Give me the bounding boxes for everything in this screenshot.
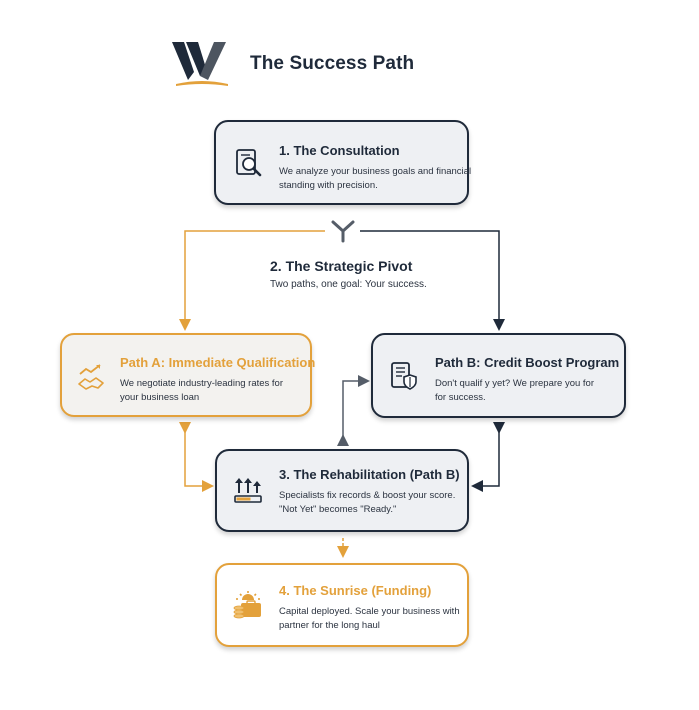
pivot-title: 2. The Strategic Pivot [270, 258, 413, 274]
fork-icon [331, 220, 355, 243]
sunrise-desc-line1: Capital deployed. Scale your business wi… [279, 606, 460, 617]
step-desc-line2: standing with precision. [279, 180, 378, 191]
step-rehabilitation-card: 3. The Rehabilitation (Path B) Specialis… [215, 449, 469, 532]
sunrise-title: 4. The Sunrise (Funding) [279, 583, 432, 598]
sunrise-desc-line2: partner for the long haul [279, 620, 380, 631]
step-desc-line1: We analyze your business goals and finan… [279, 166, 472, 177]
path-b-desc-line2: for success. [435, 392, 486, 403]
handshake-growth-icon [78, 364, 104, 390]
rehabilitation-desc-line2: "Not Yet" becomes "Ready." [279, 504, 397, 515]
brand-logo-icon [172, 42, 228, 86]
connector-path-a-rehab [179, 422, 214, 492]
rehabilitation-desc-line1: Specialists fix records & boost your sco… [279, 490, 456, 501]
path-b-desc-line1: Don't qualif y yet? We prepare you for [435, 378, 594, 389]
path-a-desc-line2: your business loan [120, 392, 200, 403]
score-up-icon [234, 478, 262, 503]
rehabilitation-title: 3. The Rehabilitation (Path B) [279, 467, 460, 482]
document-shield-icon [391, 362, 417, 390]
header: The Success Path [170, 38, 414, 90]
connector-path-b-rehab [471, 422, 505, 492]
magnifier-document-icon [236, 149, 262, 177]
page-title: The Success Path [250, 53, 415, 74]
step-consultation-card: 1. The Consultation We analyze your busi… [214, 120, 472, 205]
path-a-desc-line1: We negotiate industry-leading rates for [120, 378, 283, 389]
path-b-title: Path B: Credit Boost Program [435, 355, 620, 370]
path-a-card: Path A: Immediate Qualification We negot… [60, 333, 316, 417]
step-sunrise-card: 4. The Sunrise (Funding) Capital deploye… [215, 563, 469, 647]
connector-to-path-a [179, 230, 325, 331]
connector-to-path-b [360, 230, 505, 331]
path-b-card: Path B: Credit Boost Program Don't quali… [371, 333, 626, 418]
connector-rehab-path-b-left [337, 375, 370, 446]
path-a-title: Path A: Immediate Qualification [120, 355, 316, 370]
pivot-subtitle: Two paths, one goal: Your success. [270, 279, 427, 290]
step-title: 1. The Consultation [279, 143, 400, 158]
sunrise-briefcase-icon [233, 591, 261, 619]
